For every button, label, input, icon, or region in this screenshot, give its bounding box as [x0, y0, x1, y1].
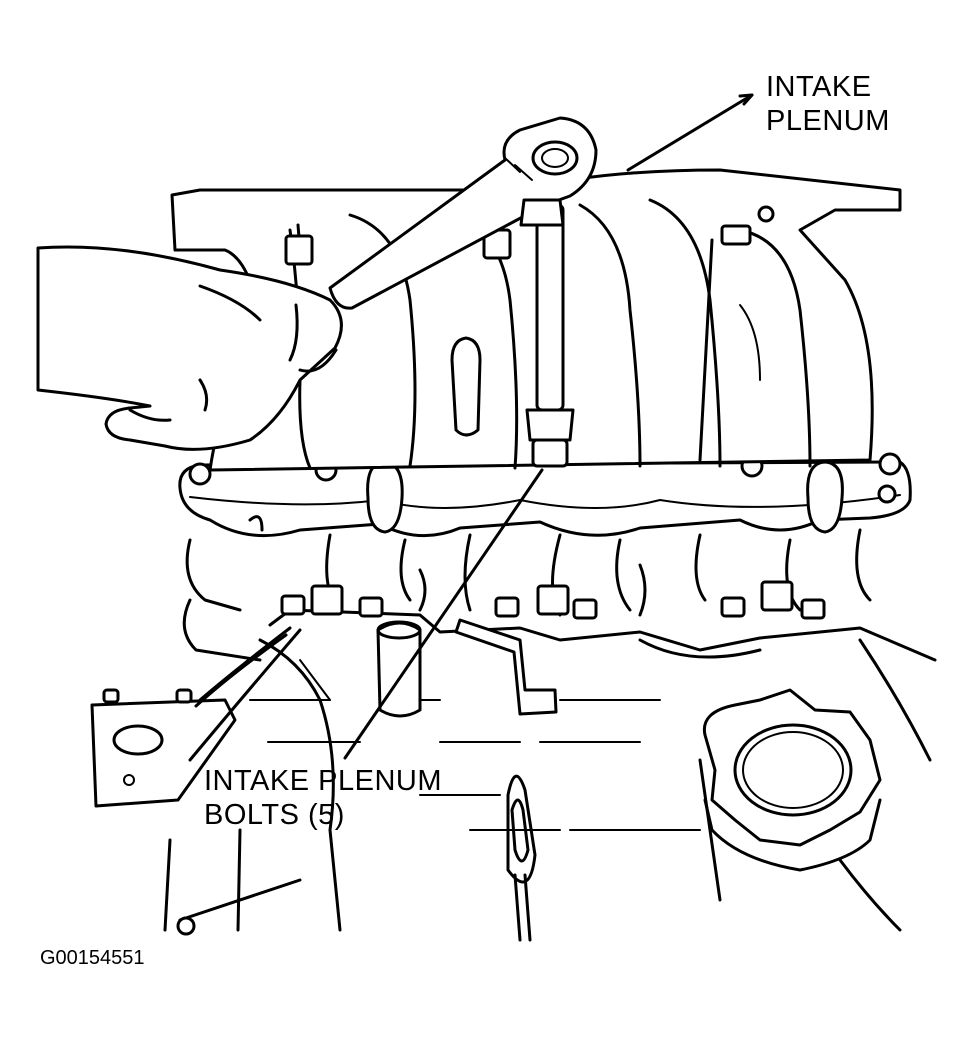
fuel-injectors: [280, 580, 826, 620]
intake-plenum-bolts-label-line1: INTAKE PLENUM: [204, 765, 443, 797]
oil-filler-cap: [702, 688, 882, 872]
bracket-plate: [90, 598, 292, 808]
ratchet-wrench: [328, 116, 598, 310]
intake-plenum-label-line2: PLENUM: [766, 105, 890, 137]
hand: [36, 245, 343, 451]
intake-plenum-bolts-label: INTAKE PLENUM BOLTS (5): [204, 764, 442, 832]
leader-lines: [188, 93, 754, 762]
plenum-leader-line: [626, 93, 754, 172]
intake-plenum-bolts-label-line2: BOLTS (5): [204, 799, 345, 831]
figure-code: G00154551: [40, 947, 145, 969]
dipstick: [506, 774, 537, 942]
bolt-leader-line-1: [343, 468, 544, 760]
bracket-strap: [454, 618, 558, 716]
cylinder-head: [163, 608, 937, 936]
intake-runners: [185, 528, 872, 659]
intake-plenum-label: INTAKE PLENUM: [766, 70, 890, 138]
plenum-flange: [178, 452, 912, 538]
bolt-leader-line-2: [188, 628, 302, 762]
intake-plenum-label-line1: INTAKE: [766, 71, 872, 103]
